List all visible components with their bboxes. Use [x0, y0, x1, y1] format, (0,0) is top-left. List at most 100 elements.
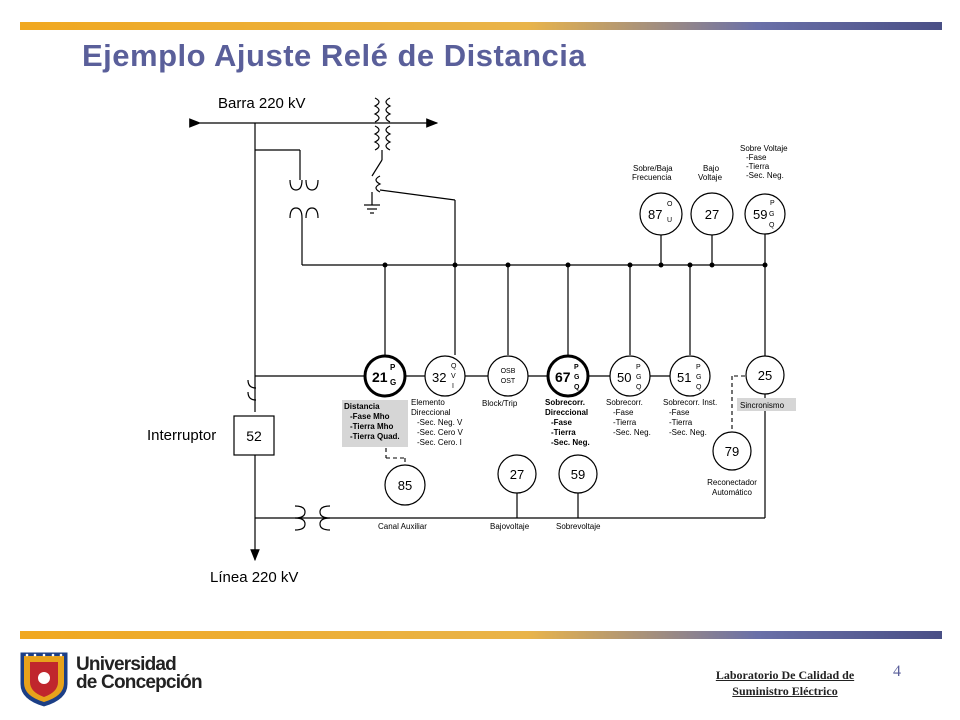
desc-25-highlight [737, 398, 796, 411]
bus-label: Barra 220 kV [218, 95, 306, 112]
svg-text:Sobre/Baja: Sobre/Baja [633, 164, 673, 173]
svg-text:V: V [451, 373, 456, 380]
bottom-labels: Canal Auxiliar Bajovoltaje Sobrevoltaje [378, 522, 601, 531]
svg-text:Q: Q [769, 222, 775, 229]
svg-text:G: G [769, 211, 774, 218]
svg-text:51: 51 [677, 370, 691, 385]
svg-text:P: P [770, 200, 775, 207]
svg-text:Elemento: Elemento [411, 398, 445, 407]
relay-85: 85 [384, 464, 426, 506]
svg-text:-Fase: -Fase [551, 418, 572, 427]
page-number: 4 [893, 663, 901, 680]
relay-51: 51 P G Q [669, 355, 711, 397]
svg-text:27: 27 [705, 207, 719, 222]
voltage-transformer-icon [255, 149, 319, 265]
svg-text:85: 85 [398, 478, 412, 493]
svg-text:-Sec. Cero V: -Sec. Cero V [417, 428, 463, 437]
svg-text:-Fase: -Fase [669, 408, 690, 417]
desc-21: Distancia -Fase Mho -Tierra Mho -Tierra … [344, 402, 400, 441]
svg-text:Automático: Automático [712, 488, 753, 497]
svg-text:50: 50 [617, 370, 631, 385]
svg-text:87: 87 [648, 207, 662, 222]
svg-text:Bajovoltaje: Bajovoltaje [490, 522, 530, 531]
svg-text:P: P [390, 363, 396, 372]
relay-25: 25 [745, 355, 785, 395]
svg-text:-Tierra: -Tierra [551, 428, 576, 437]
grounded-vt-icon [364, 159, 456, 214]
slide-title: Ejemplo Ajuste Relé de Distancia [82, 38, 587, 73]
svg-text:Distancia: Distancia [344, 402, 380, 411]
svg-text:G: G [696, 374, 701, 381]
svg-text:P: P [636, 364, 641, 371]
svg-text:Direccional: Direccional [545, 408, 588, 417]
desc-osb: Block/Trip [482, 399, 518, 408]
svg-text:-Tierra: -Tierra [613, 418, 637, 427]
top-accent-bar [20, 22, 942, 30]
svg-text:-Tierra: -Tierra [746, 162, 770, 171]
svg-text:32: 32 [432, 370, 446, 385]
svg-text:-Tierra: -Tierra [669, 418, 693, 427]
desc-79: Reconectador Automático [707, 478, 757, 497]
svg-text:79: 79 [725, 444, 739, 459]
svg-text:59: 59 [753, 207, 767, 222]
university-shield-logo [19, 651, 69, 708]
svg-text:-Sec. Neg.: -Sec. Neg. [613, 428, 651, 437]
svg-text:Sobrecorr. Inst.: Sobrecorr. Inst. [663, 398, 717, 407]
svg-text:67: 67 [555, 369, 571, 385]
svg-text:O: O [667, 201, 673, 208]
svg-text:Reconectador: Reconectador [707, 478, 757, 487]
breaker-52 [233, 415, 275, 456]
aux-channel-coupling-icon [294, 505, 331, 531]
breaker-number: 52 [246, 428, 262, 444]
relay-87: 87 O U [639, 192, 683, 236]
desc-50: Sobrecorr. -Fase -Tierra -Sec. Neg. [606, 398, 651, 437]
relay-27-top: 27 [690, 192, 734, 236]
svg-text:Sobrecorr.: Sobrecorr. [606, 398, 643, 407]
desc-32: Elemento Direccional -Sec. Neg. V -Sec. … [411, 398, 463, 447]
svg-text:59: 59 [571, 467, 585, 482]
desc-21-highlight [342, 400, 408, 447]
svg-text:-Fase: -Fase [746, 153, 767, 162]
svg-text:-Sec. Neg.: -Sec. Neg. [746, 171, 784, 180]
svg-text:21: 21 [372, 369, 388, 385]
ct-icon [247, 379, 257, 401]
university-name: Universidad de Concepción [76, 654, 203, 693]
svg-text:U: U [667, 217, 672, 224]
svg-text:G: G [574, 374, 580, 381]
relay-59-bottom: 59 [558, 454, 598, 494]
svg-text:-Tierra Mho: -Tierra Mho [350, 422, 394, 431]
svg-text:-Sec. Neg. V: -Sec. Neg. V [417, 418, 463, 427]
line-label: Línea 220 kV [210, 569, 298, 586]
svg-text:Sobrecorr.: Sobrecorr. [545, 398, 585, 407]
svg-text:Sobre Voltaje: Sobre Voltaje [740, 144, 788, 153]
desc-51: Sobrecorr. Inst. -Fase -Tierra -Sec. Neg… [663, 398, 717, 437]
svg-text:Q: Q [696, 384, 702, 391]
svg-text:G: G [390, 378, 396, 387]
relay-67: 67 P G Q [546, 354, 590, 398]
svg-text:Frecuencia: Frecuencia [632, 173, 672, 182]
svg-text:Voltaje: Voltaje [698, 173, 723, 182]
svg-text:Q: Q [451, 363, 457, 370]
svg-text:P: P [696, 364, 701, 371]
relay-79: 79 [712, 431, 752, 471]
svg-text:G: G [636, 374, 641, 381]
svg-text:Direccional: Direccional [411, 408, 451, 417]
svg-text:-Sec. Neg.: -Sec. Neg. [551, 438, 590, 447]
power-transformer-icon [373, 97, 392, 160]
svg-text:P: P [574, 364, 579, 371]
svg-text:Bajo: Bajo [703, 164, 720, 173]
svg-text:Canal Auxiliar: Canal Auxiliar [378, 522, 427, 531]
desc-25: Sincronismo [740, 401, 785, 410]
dashed-links [385, 375, 745, 468]
breaker-label: Interruptor [147, 427, 216, 444]
svg-text:Q: Q [574, 384, 580, 391]
svg-text:I: I [452, 383, 454, 390]
svg-text:-Tierra Quad.: -Tierra Quad. [350, 432, 400, 441]
svg-text:27: 27 [510, 467, 524, 482]
relay-27-bottom: 27 [497, 454, 537, 494]
svg-text:-Sec. Neg.: -Sec. Neg. [669, 428, 707, 437]
svg-text:-Fase Mho: -Fase Mho [350, 412, 390, 421]
desc-67: Sobrecorr. Direccional -Fase -Tierra -Se… [545, 398, 590, 447]
relay-21: 21 P G [363, 354, 407, 398]
relay-osb-ost: OSB OST [487, 355, 529, 397]
